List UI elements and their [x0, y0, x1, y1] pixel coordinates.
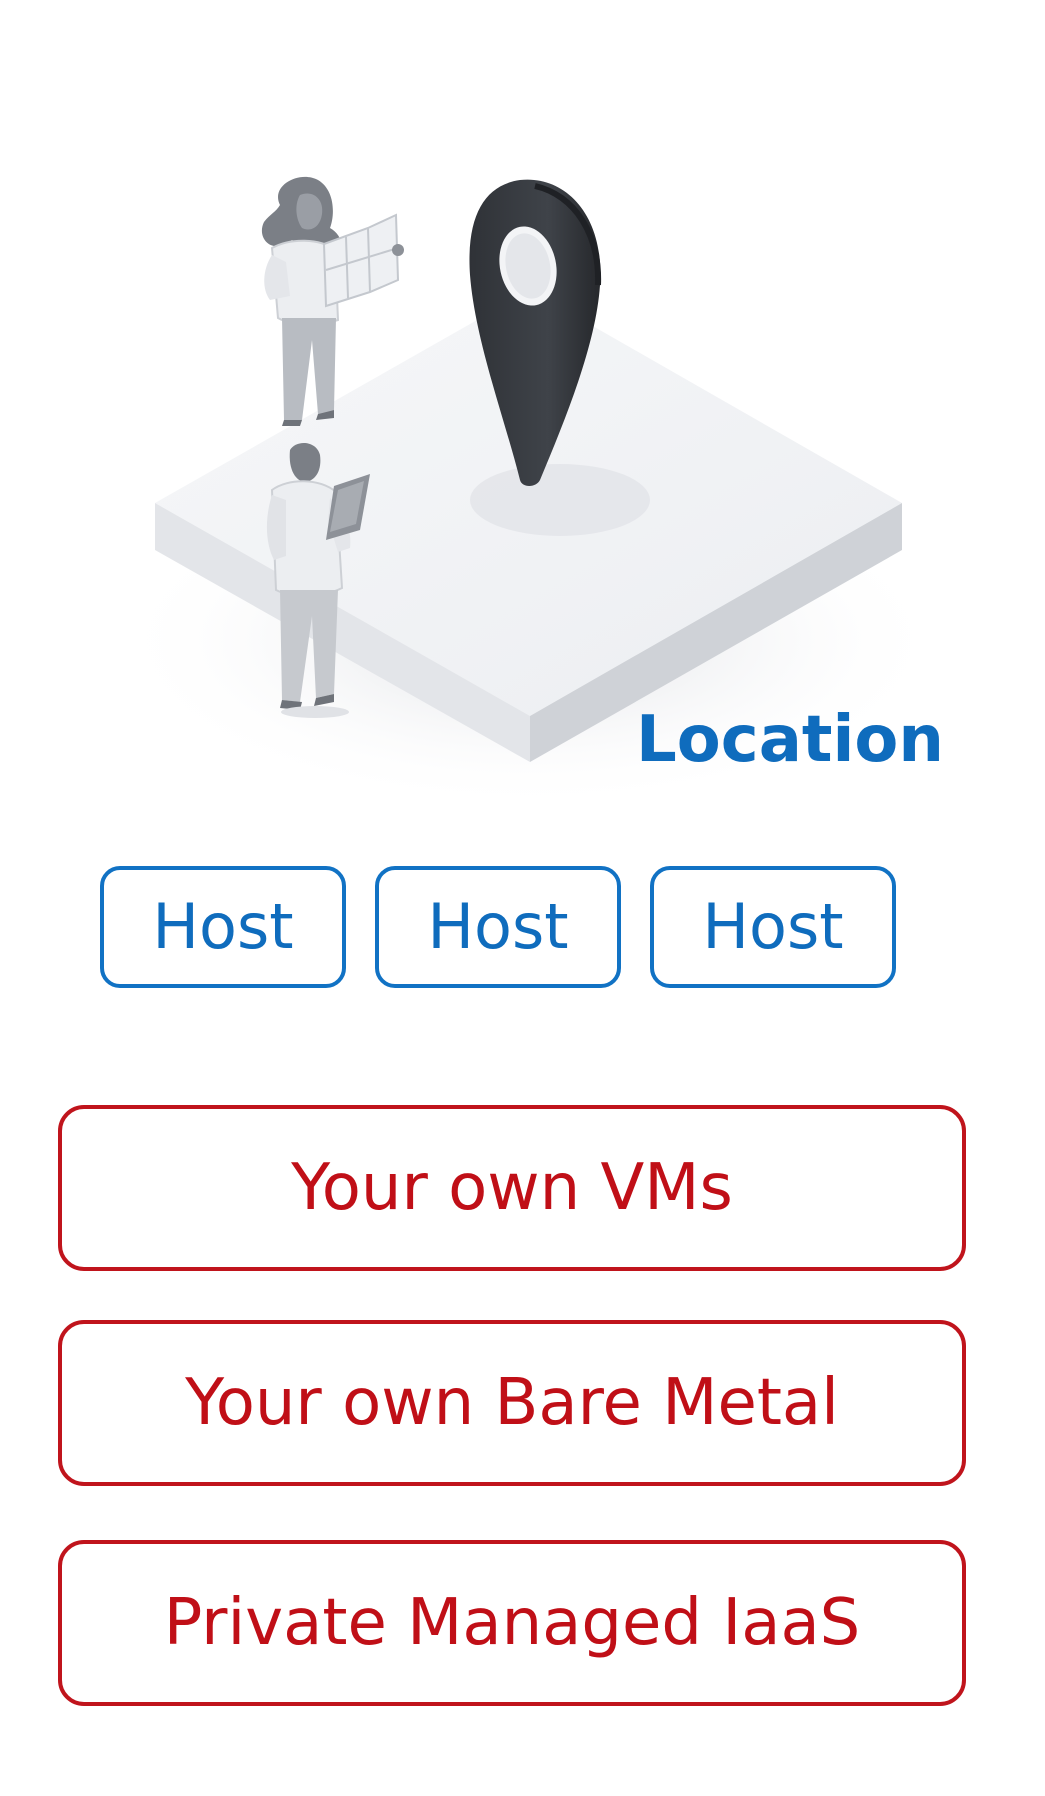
location-illustration	[0, 0, 1045, 820]
map-pin-icon	[469, 179, 602, 486]
option-private-managed-iaas: Private Managed IaaS	[58, 1540, 966, 1706]
host-label: Host	[152, 890, 294, 963]
host-label: Host	[427, 890, 569, 963]
option-your-own-bare-metal: Your own Bare Metal	[58, 1320, 966, 1486]
option-label: Private Managed IaaS	[163, 1586, 861, 1660]
option-your-own-vms: Your own VMs	[58, 1105, 966, 1271]
host-box: Host	[375, 866, 621, 988]
host-box: Host	[650, 866, 896, 988]
location-label: Location	[636, 703, 944, 777]
host-label: Host	[702, 890, 844, 963]
host-box: Host	[100, 866, 346, 988]
woman-with-map-figure	[261, 176, 404, 426]
option-label: Your own VMs	[291, 1151, 733, 1225]
option-label: Your own Bare Metal	[185, 1366, 839, 1440]
man-with-tablet-figure	[266, 443, 370, 718]
